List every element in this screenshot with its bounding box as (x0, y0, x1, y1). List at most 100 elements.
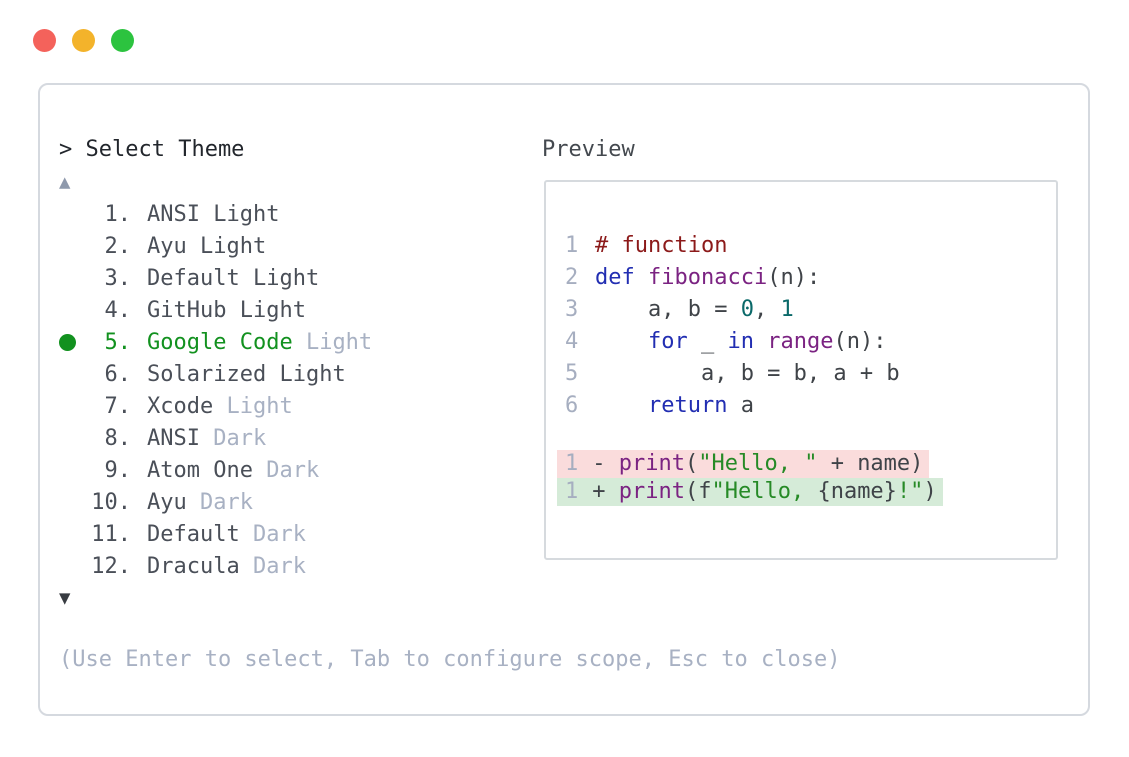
code-token-plain: a (727, 393, 754, 418)
code-token-keyword: in (727, 329, 754, 354)
theme-item-number: 5. (104, 329, 132, 355)
code-token-string: "Hello, (711, 479, 818, 504)
code-token-plain: (n): (833, 329, 887, 354)
theme-list-item[interactable]: 2.Ayu Light (59, 230, 372, 262)
scroll-down-icon[interactable]: ▼ (59, 587, 71, 609)
theme-item-variant: Light (213, 393, 293, 419)
line-number: 1 (565, 479, 579, 504)
theme-list-item[interactable]: 9. Atom One Dark (59, 454, 372, 486)
theme-list-item[interactable]: 3. Default Light (59, 262, 372, 294)
theme-item-name: Dracula (147, 553, 240, 579)
code-token-string: "Hello, " (698, 451, 818, 476)
code-token-plain: ( (684, 451, 699, 476)
theme-item-name: Xcode (147, 393, 214, 419)
theme-list-item[interactable]: 10. Ayu Dark (59, 486, 372, 518)
theme-list-item[interactable]: 4.GitHub Light (59, 294, 372, 326)
diff-added-highlight: 1 + print(f"Hello, {name}!") (557, 478, 943, 506)
theme-list-item[interactable]: 11. Default Dark (59, 518, 372, 550)
code-token-comment: # function (595, 233, 728, 258)
code-line: 1 # function (565, 230, 943, 262)
keyboard-hint: (Use Enter to select, Tab to configure s… (59, 647, 841, 672)
theme-item-variant: Light (292, 329, 373, 355)
theme-item-number: 4. (104, 297, 132, 323)
code-token-plain: , (753, 297, 781, 322)
code-token-plain: ) (923, 479, 937, 504)
code-token-keyword: for (647, 329, 688, 354)
code-token-keyword: def (595, 265, 635, 290)
selected-indicator-zone (59, 333, 85, 351)
preview-label: Preview (542, 137, 635, 162)
theme-item-variant: Light (266, 361, 346, 387)
line-number: 1 (565, 233, 579, 258)
code-token-plain: a, b = (595, 297, 741, 322)
theme-item-number: 2. (104, 233, 132, 259)
diff-added-line: 1 + print(f"Hello, {name}!") (557, 478, 943, 506)
code-token-number: 1 (780, 297, 794, 322)
theme-item-name: Google Code (147, 329, 293, 355)
code-token-plain (754, 329, 767, 354)
theme-item-number: 1. (104, 201, 132, 227)
theme-item-variant: Dark (239, 521, 306, 547)
code-token-type: print (618, 451, 685, 476)
code-token-type: range (767, 329, 834, 354)
theme-item-number: 10. (91, 489, 131, 515)
diff-removed-line: 1 - print("Hello, " + name) (557, 450, 943, 478)
theme-item-variant: Dark (252, 457, 320, 483)
code-token-string: !" (896, 479, 924, 504)
diff-marker: + (579, 479, 619, 504)
close-window-button[interactable] (33, 29, 56, 52)
minimize-window-button[interactable] (72, 29, 95, 52)
code-token-plain: {name} (817, 479, 897, 504)
line-number: 1 (565, 451, 579, 476)
code-line: 3 a, b = 0, 1 (565, 294, 943, 326)
theme-list-item[interactable]: 8. ANSI Dark (59, 422, 372, 454)
code-line: 4 for _ in range(n): (565, 326, 943, 358)
line-number: 6 (565, 393, 579, 418)
code-token-plain: (n): (767, 265, 821, 290)
theme-item-variant: Light (239, 265, 320, 291)
line-number: 3 (565, 297, 579, 322)
theme-item-name: Ayu (147, 233, 187, 259)
theme-list-item[interactable]: 12.Dracula Dark (59, 550, 372, 582)
theme-item-variant: Light (199, 201, 280, 227)
selected-theme-dot-icon (59, 333, 76, 351)
theme-list-item[interactable]: 7.Xcode Light (59, 390, 372, 422)
theme-item-name: Default (147, 521, 240, 547)
diff-removed-highlight: 1 - print("Hello, " + name) (557, 450, 930, 478)
theme-item-variant: Dark (186, 489, 253, 515)
theme-item-number: 9. (104, 457, 132, 483)
theme-item-number: 6. (104, 361, 132, 387)
line-number: 2 (565, 265, 579, 290)
code-token-plain (595, 329, 648, 354)
scroll-up-icon[interactable]: ▲ (59, 171, 71, 193)
code-token-plain (635, 265, 648, 290)
theme-item-number: 11. (91, 521, 131, 547)
code-token-type: fibonacci (648, 265, 768, 290)
theme-item-number: 12. (91, 553, 131, 579)
theme-list-item[interactable]: 1.ANSI Light (59, 198, 372, 230)
zoom-window-button[interactable] (111, 29, 134, 52)
theme-item-name: Default (147, 265, 240, 291)
theme-item-name: Atom One (147, 457, 253, 483)
theme-item-name: ANSI (147, 425, 200, 451)
theme-list-item[interactable]: 5. Google Code Light (59, 326, 372, 358)
theme-item-name: Solarized (147, 361, 267, 387)
code-token-plain: + name) (817, 451, 924, 476)
theme-item-number: 8. (104, 425, 132, 451)
select-theme-prompt: > Select Theme (59, 137, 245, 162)
line-number: 5 (565, 361, 579, 386)
code-line: 2 def fibonacci(n): (565, 262, 943, 294)
theme-item-number: 3. (104, 265, 132, 291)
theme-item-name: Ayu (147, 489, 187, 515)
theme-item-variant: Dark (199, 425, 267, 451)
theme-list-item[interactable]: 6. Solarized Light (59, 358, 372, 390)
code-token-plain (595, 393, 648, 418)
code-token-plain: (f (684, 479, 712, 504)
code-token-keyword: return (647, 393, 728, 418)
code-line: 6 return a (565, 390, 943, 422)
window-controls (33, 29, 134, 52)
